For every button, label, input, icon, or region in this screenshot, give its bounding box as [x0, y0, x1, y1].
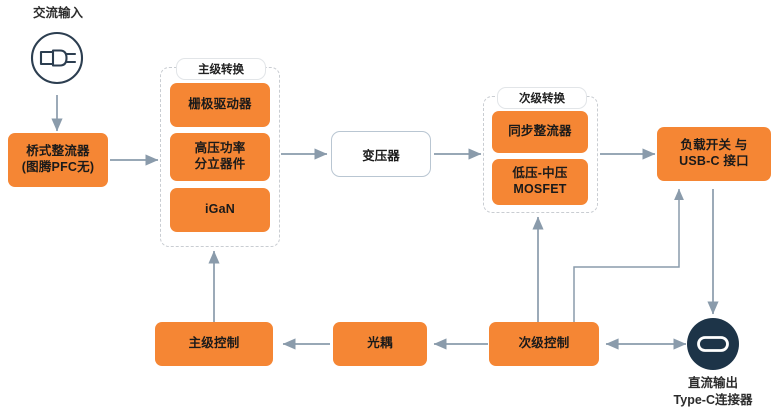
usb-c-connector-icon[interactable] [687, 318, 739, 370]
hv-power-discretes-line2: 分立器件 [194, 157, 246, 171]
lv-mv-mosfet-line1: 低压-中压 [512, 166, 568, 181]
output-caption-line1: 直流输出 [687, 376, 738, 390]
sync-rectifier-label: 同步整流器 [508, 124, 572, 139]
block-transformer[interactable]: 变压器 [331, 131, 431, 177]
secondary-control-label: 次级控制 [518, 336, 570, 351]
block-gate-driver[interactable]: 栅极驱动器 [170, 83, 270, 127]
bridge-rectifier-line2: (图腾PFC无) [21, 160, 95, 174]
block-bridge-rectifier[interactable]: 桥式整流器 (图腾PFC无) [8, 133, 108, 187]
output-caption: 直流输出 Type-C连接器 [648, 375, 778, 409]
igan-label: iGaN [205, 202, 235, 217]
output-caption-line2: Type-C连接器 [673, 392, 753, 407]
block-lv-mv-mosfet[interactable]: 低压-中压 MOSFET [492, 159, 588, 205]
block-load-switch-usbc[interactable]: 负载开关 与 USB-C 接口 [657, 127, 771, 181]
optocoupler-label: 光耦 [367, 336, 393, 351]
transformer-label: 变压器 [362, 148, 400, 163]
primary-control-label: 主级控制 [188, 336, 240, 351]
block-optocoupler[interactable]: 光耦 [333, 322, 427, 366]
load-switch-line2: USB-C 接口 [679, 154, 749, 168]
hv-power-discretes-line1: 高压功率 [194, 141, 246, 156]
block-hv-power-discretes[interactable]: 高压功率 分立器件 [170, 133, 270, 181]
ac-plug-icon [27, 28, 87, 88]
block-igan[interactable]: iGaN [170, 188, 270, 232]
block-primary-control[interactable]: 主级控制 [155, 322, 273, 366]
group-secondary-conversion-title: 次级转换 [497, 87, 587, 109]
bridge-rectifier-line1: 桥式整流器 [26, 144, 90, 159]
block-secondary-control[interactable]: 次级控制 [489, 322, 599, 366]
block-sync-rectifier[interactable]: 同步整流器 [492, 111, 588, 153]
gate-driver-label: 栅极驱动器 [188, 97, 252, 112]
lv-mv-mosfet-line2: MOSFET [513, 182, 567, 196]
load-switch-line1: 负载开关 与 [680, 138, 748, 153]
ac-input-label: 交流输入 [32, 6, 83, 20]
group-primary-conversion-title: 主级转换 [176, 58, 266, 80]
